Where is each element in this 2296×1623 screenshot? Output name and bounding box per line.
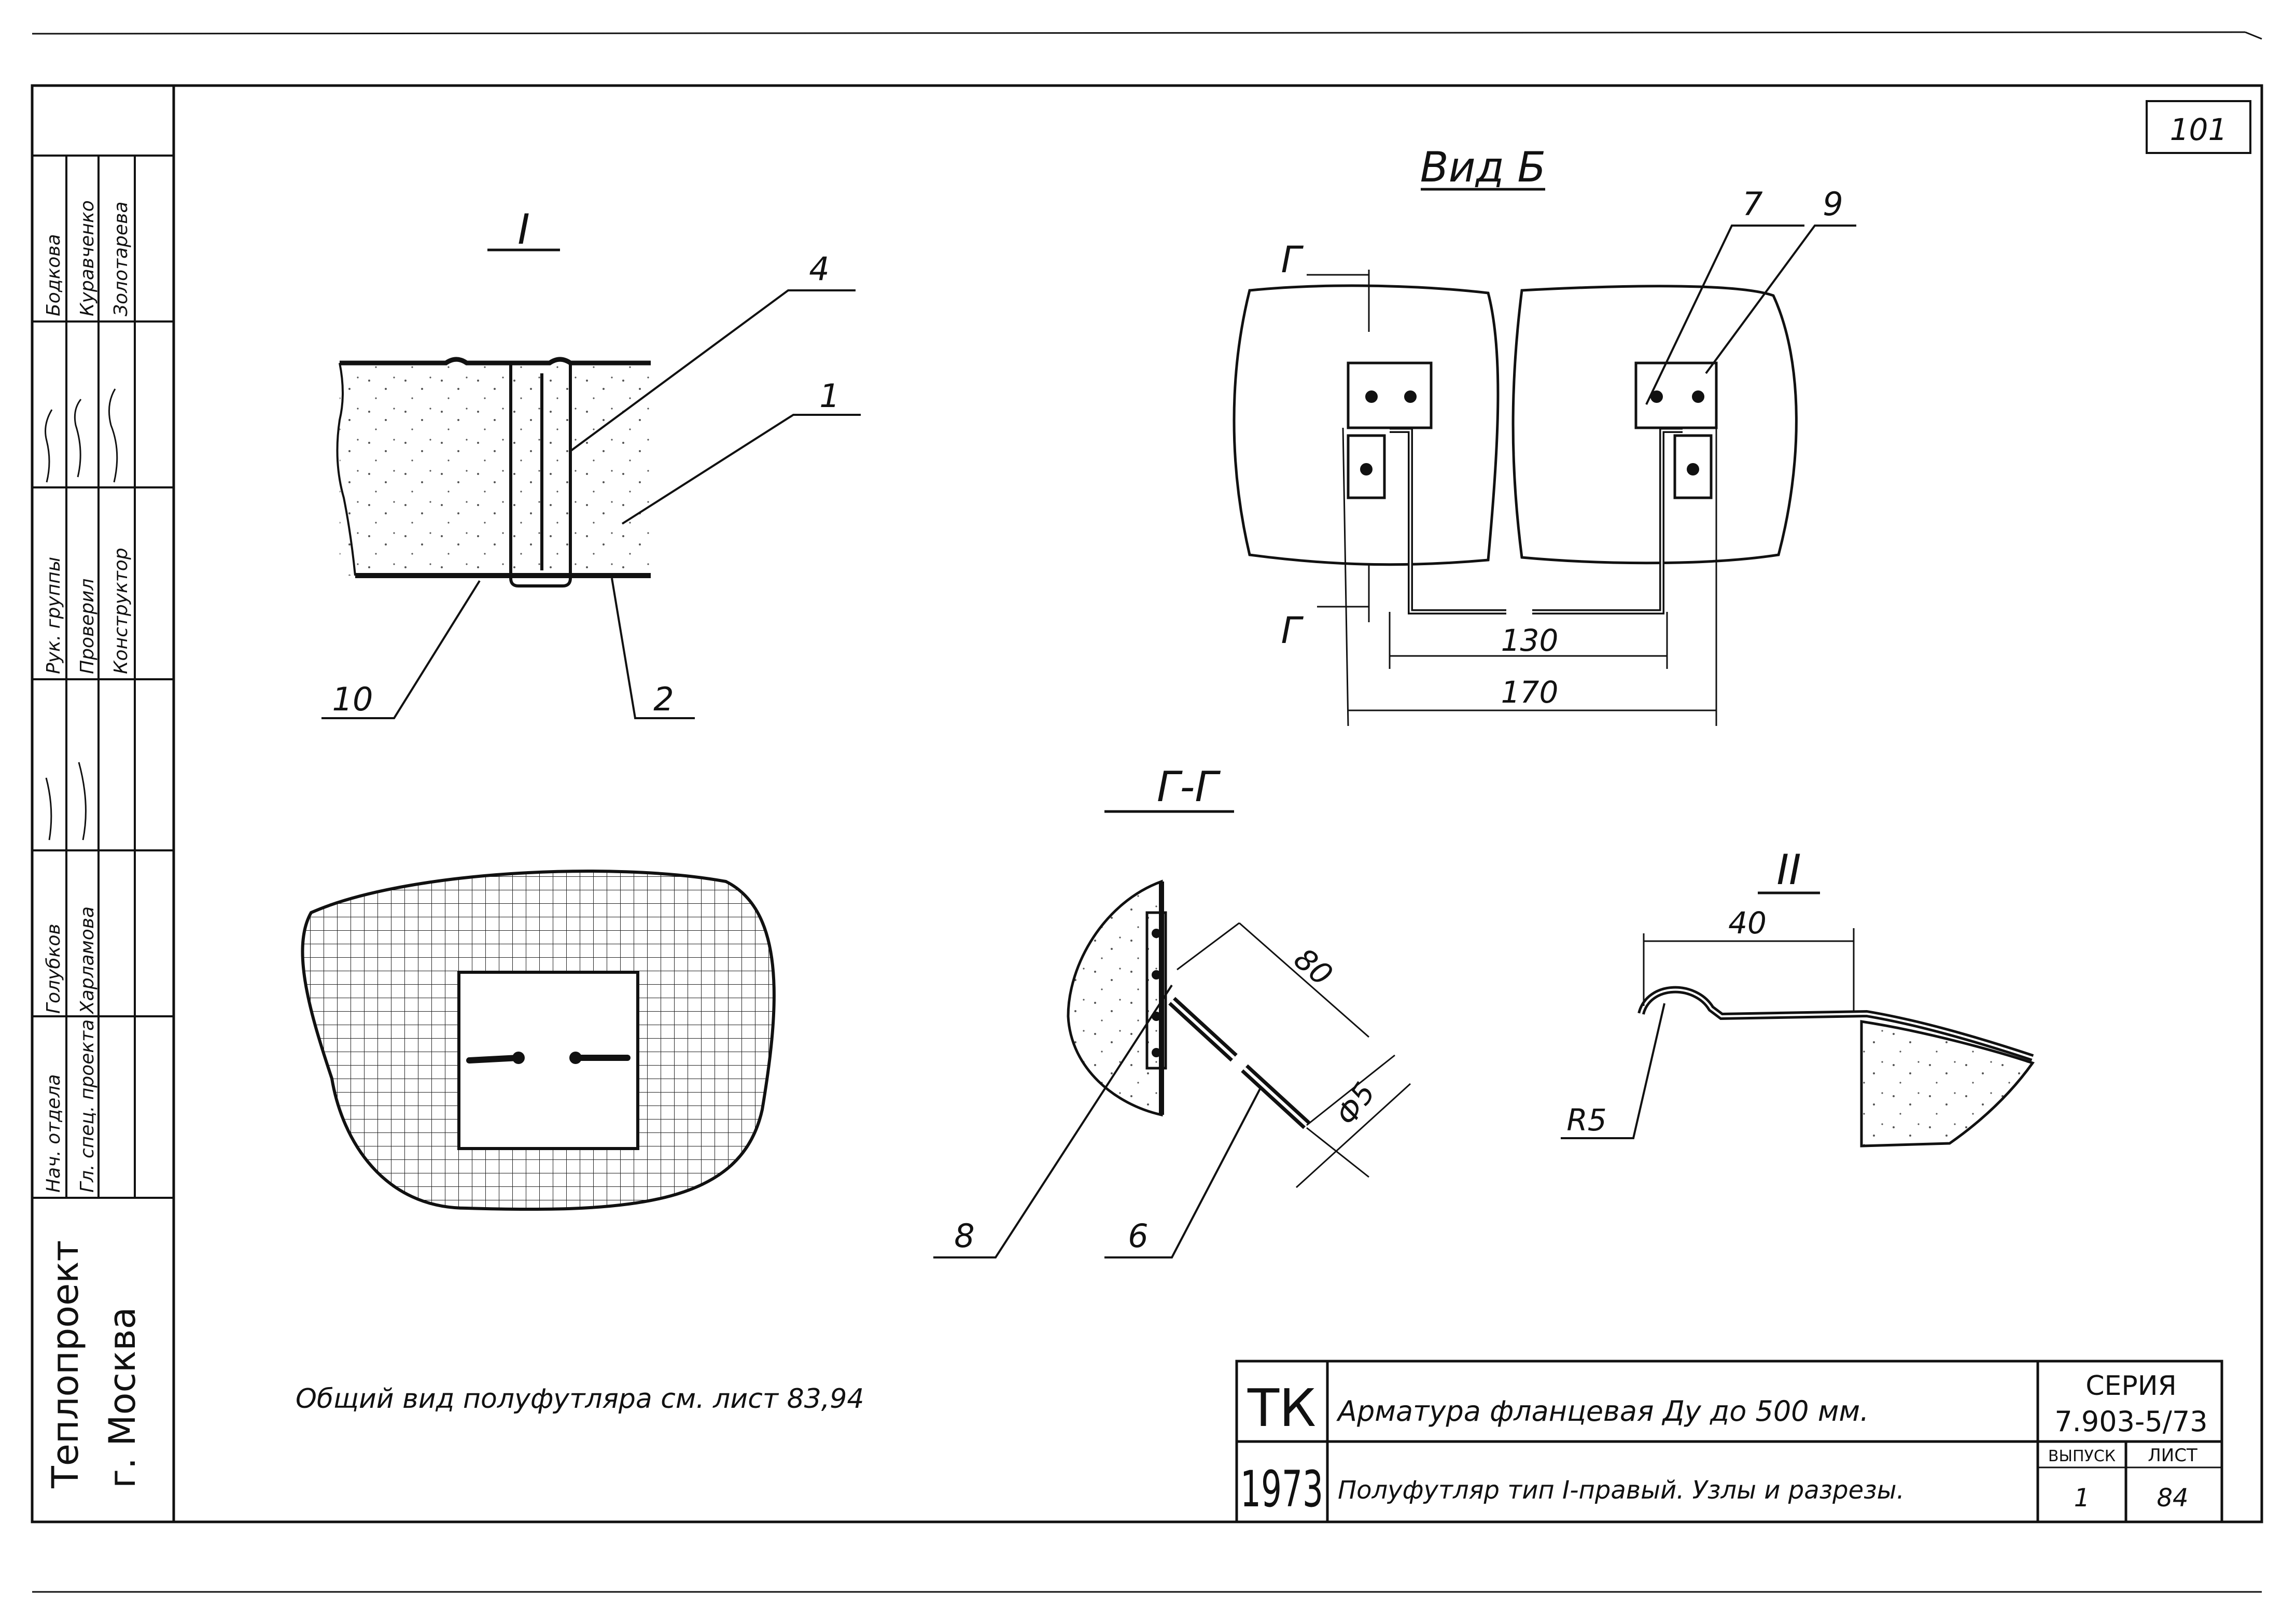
- detail-II-title: II: [1776, 846, 1801, 894]
- general-view: [301, 870, 776, 1211]
- general-note: Общий вид полуфутляра см. лист 83,94: [296, 1383, 864, 1415]
- callout-7: 7: [1742, 185, 1762, 223]
- dim-170: 170: [1501, 675, 1559, 710]
- stamp-name-5: Харламова: [77, 906, 98, 1015]
- issue-label: ВЫПУСК: [2048, 1447, 2116, 1465]
- section-mark-bottom: Г: [1281, 609, 1304, 652]
- series-label: СЕРИЯ: [2085, 1370, 2177, 1402]
- stamp-name-2: Куравченко: [77, 200, 98, 316]
- callout-4: 4: [809, 250, 829, 288]
- view-B: Вид Б: [1233, 143, 1856, 726]
- sheet-number-box: 101: [2146, 100, 2251, 154]
- stamp-role-4: Проверил: [77, 578, 98, 674]
- stamp-signatures: [45, 388, 118, 841]
- title-code-bottom: 1973: [1240, 1460, 1323, 1518]
- title-line-2: Полуфутляр тип I-правый. Узлы и разрезы.: [1338, 1476, 1905, 1505]
- callout-9: 9: [1823, 185, 1843, 223]
- dim-40: 40: [1728, 905, 1767, 941]
- side-stamp: Нач. отдела Гл. спец. проекта Рук. групп…: [32, 85, 174, 1489]
- title-block: ТК 1973 Арматура фланцевая Ду до 500 мм.…: [1235, 1360, 2223, 1523]
- stamp-name-1: Бодкова: [43, 234, 64, 316]
- stamp-role-3: Рук. группы: [43, 557, 64, 674]
- section-mark-top: Г: [1281, 239, 1304, 281]
- stamp-org-city: г. Москва: [101, 1307, 144, 1488]
- title-line-1: Арматура фланцевая Ду до 500 мм.: [1336, 1395, 1869, 1428]
- callout-6: 6: [1128, 1217, 1148, 1255]
- stamp-name-3: Золотарева: [110, 202, 132, 316]
- stamp-org-name: Теплопроект: [44, 1240, 87, 1489]
- detail-II: II 40 R5: [1561, 846, 2035, 1148]
- section-GG: Г-Г 80 Ф5 8 6: [933, 763, 1411, 1258]
- sheet-label: ЛИСТ: [2148, 1445, 2197, 1466]
- issue-value: 1: [2074, 1484, 2090, 1513]
- dim-R5: R5: [1566, 1102, 1606, 1138]
- dim-80: 80: [1287, 941, 1339, 993]
- series-value: 7.903-5/73: [2054, 1405, 2207, 1438]
- dim-dia-5: Ф5: [1329, 1076, 1382, 1131]
- detail-I-title: I: [517, 205, 530, 254]
- stamp-name-4: Голубков: [43, 924, 64, 1014]
- detail-I: I 4 1 10 2: [321, 205, 861, 719]
- stamp-role-2: Гл. спец. проекта: [77, 1019, 98, 1193]
- callout-2: 2: [653, 680, 674, 718]
- stamp-role-1: Нач. отдела: [43, 1074, 64, 1193]
- callout-8: 8: [954, 1217, 974, 1255]
- sheet-number: 101: [2170, 112, 2228, 147]
- callout-1: 1: [819, 377, 839, 415]
- sheet-value: 84: [2157, 1484, 2188, 1513]
- dim-130: 130: [1501, 623, 1559, 658]
- title-code-top: ТК: [1247, 1378, 1316, 1438]
- callout-10: 10: [332, 680, 373, 718]
- section-GG-title: Г-Г: [1157, 763, 1221, 811]
- view-B-title: Вид Б: [1420, 143, 1546, 191]
- stamp-role-5: Конструктор: [110, 548, 132, 674]
